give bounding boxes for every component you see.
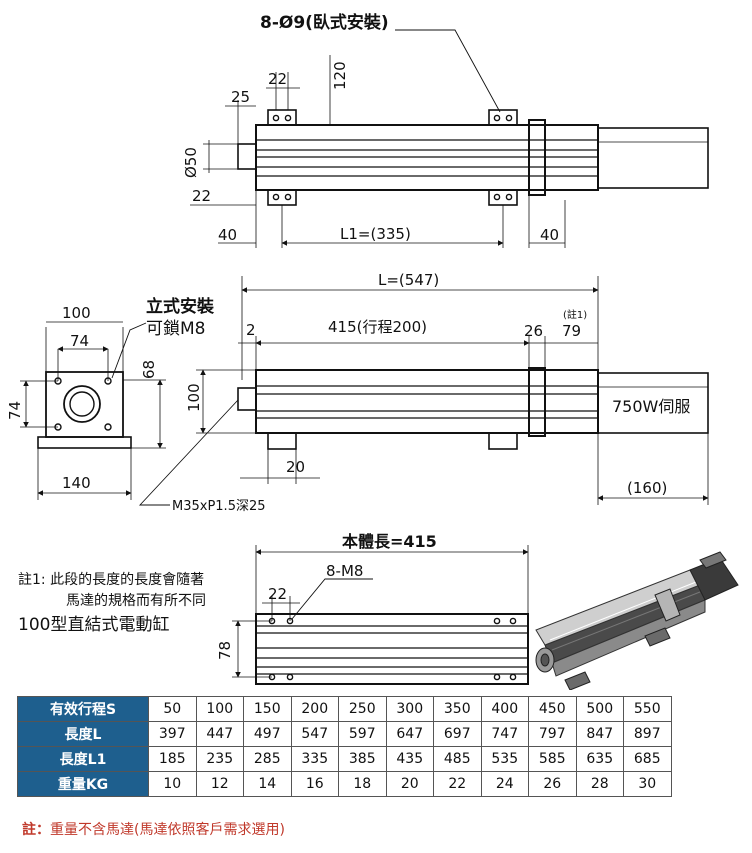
table-cell: 24 bbox=[480, 771, 529, 797]
table-cell: 14 bbox=[243, 771, 292, 797]
table-cell: 235 bbox=[195, 746, 244, 772]
table-cell: 597 bbox=[338, 721, 387, 747]
table-cell: 447 bbox=[195, 721, 244, 747]
dim-2: 2 bbox=[246, 321, 256, 339]
dim-40-right: 40 bbox=[540, 226, 559, 244]
dim-40-left: 40 bbox=[218, 226, 237, 244]
note1-line1: 註1: 此段的長度的長度會隨著 bbox=[18, 572, 204, 588]
table-cell: 335 bbox=[290, 746, 339, 772]
dim-phi50: Ø50 bbox=[182, 147, 200, 178]
dim-78: 78 bbox=[216, 641, 234, 660]
table-cell: 797 bbox=[528, 721, 577, 747]
table-cell: 30 bbox=[623, 771, 672, 797]
dim-L1: L1=(335) bbox=[340, 225, 411, 243]
table-cell: 350 bbox=[433, 696, 482, 722]
dim-415: 415(行程200) bbox=[328, 318, 427, 336]
table-cell: 20 bbox=[385, 771, 434, 797]
dim-22-top: 22 bbox=[268, 70, 287, 88]
note1-line2: 馬達的規格而有所不同 bbox=[66, 593, 206, 609]
dim-22-left: 22 bbox=[192, 187, 211, 205]
table-cell: 250 bbox=[338, 696, 387, 722]
row-label: 重量KG bbox=[17, 771, 149, 797]
dim-100-side: 100 bbox=[185, 383, 203, 412]
end-view bbox=[20, 321, 166, 500]
table-cell: 150 bbox=[243, 696, 292, 722]
table-cell: 100 bbox=[195, 696, 244, 722]
dim-100-end: 100 bbox=[62, 304, 91, 322]
thread-note: M35xP1.5深25 bbox=[172, 499, 266, 514]
table-cell: 285 bbox=[243, 746, 292, 772]
table-cell: 300 bbox=[385, 696, 434, 722]
dim-22-bottom: 22 bbox=[268, 585, 287, 603]
table-cell: 185 bbox=[148, 746, 197, 772]
dim-79: 79 bbox=[562, 322, 581, 340]
dim-74-left: 74 bbox=[6, 401, 24, 420]
table-cell: 897 bbox=[623, 721, 672, 747]
footnote-prefix: 註： bbox=[22, 822, 50, 838]
top-view bbox=[190, 29, 709, 248]
table-cell: 497 bbox=[243, 721, 292, 747]
side-view bbox=[138, 276, 709, 506]
row-label: 長度L1 bbox=[17, 746, 149, 772]
table-cell: 385 bbox=[338, 746, 387, 772]
row-label: 有效行程S bbox=[17, 696, 149, 722]
table-cell: 16 bbox=[290, 771, 339, 797]
note-ref: (註1) bbox=[563, 309, 587, 321]
body-length: 本體長=415 bbox=[342, 532, 437, 551]
table-cell: 50 bbox=[148, 696, 197, 722]
table-cell: 847 bbox=[575, 721, 624, 747]
dim-26: 26 bbox=[524, 322, 543, 340]
table-cell: 28 bbox=[575, 771, 624, 797]
table-cell: 26 bbox=[528, 771, 577, 797]
dim-68: 68 bbox=[140, 360, 158, 379]
table-cell: 200 bbox=[290, 696, 339, 722]
table-cell: 500 bbox=[575, 696, 624, 722]
dimension-drawing: 8-Ø9(臥式安裝) 22 25 120 Ø50 22 40 L1=(335) … bbox=[6, 12, 739, 690]
table-cell: 697 bbox=[433, 721, 482, 747]
table-cell: 397 bbox=[148, 721, 197, 747]
table-cell: 400 bbox=[480, 696, 529, 722]
table-cell: 550 bbox=[623, 696, 672, 722]
dim-140: 140 bbox=[62, 474, 91, 492]
table-cell: 22 bbox=[433, 771, 482, 797]
table-cell: 10 bbox=[148, 771, 197, 797]
servo-label: 750W伺服 bbox=[612, 397, 690, 416]
bottom-view bbox=[232, 545, 529, 685]
thread-8m8: 8-M8 bbox=[326, 562, 363, 580]
mount-line1: 立式安裝 bbox=[146, 296, 215, 317]
table-cell: 635 bbox=[575, 746, 624, 772]
table-cell: 485 bbox=[433, 746, 482, 772]
table-cell: 535 bbox=[480, 746, 529, 772]
table-cell: 747 bbox=[480, 721, 529, 747]
table-cell: 547 bbox=[290, 721, 339, 747]
dim-74-top: 74 bbox=[70, 332, 89, 350]
row-label: 長度L bbox=[17, 721, 149, 747]
mount-line2: 可鎖M8 bbox=[146, 319, 205, 339]
footnote: 註：重量不含馬達(馬達依照客戶需求選用) bbox=[22, 819, 285, 839]
dim-20: 20 bbox=[286, 458, 305, 476]
hole-note: 8-Ø9(臥式安裝) bbox=[260, 12, 389, 33]
table-cell: 647 bbox=[385, 721, 434, 747]
actuator-3d-render bbox=[535, 551, 739, 690]
table-cell: 18 bbox=[338, 771, 387, 797]
footnote-text: 重量不含馬達(馬達依照客戶需求選用) bbox=[50, 822, 285, 838]
dim-L: L=(547) bbox=[378, 271, 439, 289]
dim-120: 120 bbox=[331, 61, 349, 90]
table-cell: 585 bbox=[528, 746, 577, 772]
dim-25: 25 bbox=[231, 88, 250, 106]
table-cell: 450 bbox=[528, 696, 577, 722]
dim-160: (160) bbox=[627, 479, 667, 497]
model-name: 100型直結式電動缸 bbox=[18, 614, 169, 635]
table-cell: 12 bbox=[195, 771, 244, 797]
table-cell: 685 bbox=[623, 746, 672, 772]
table-cell: 435 bbox=[385, 746, 434, 772]
